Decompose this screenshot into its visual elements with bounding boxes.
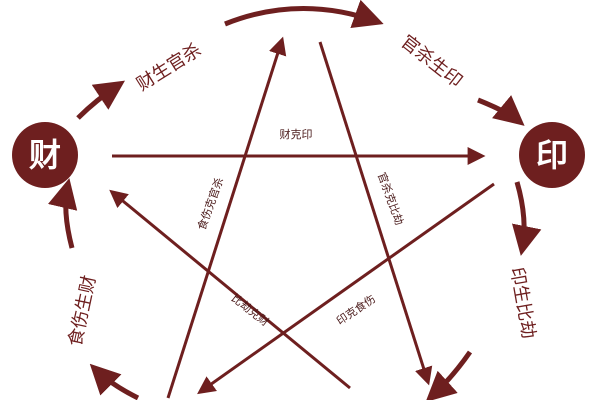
star-line-lower-right	[197, 182, 495, 395]
star-label-horizontal: 财克印	[280, 127, 313, 141]
cycle-label-top-right: 官杀生印	[397, 31, 467, 92]
star-label-right-diagonal: 官杀克比劫	[375, 170, 407, 226]
node-yin-label: 印	[536, 136, 568, 174]
star-label-left-diagonal: 食伤克官杀	[194, 175, 226, 231]
cycle-label-right-bottom: 印生比劫	[506, 266, 539, 341]
star-label-lower-left: 比劫克财	[229, 291, 272, 329]
node-cai: 财	[12, 122, 78, 188]
cycle-label-top-left: 财生官杀	[133, 39, 205, 95]
cycle-arc-upper-right	[477, 95, 525, 126]
node-cai-label: 财	[29, 136, 61, 174]
cycle-arc-lower-right	[425, 350, 473, 400]
cycle-label-left-bottom: 食伤生财	[65, 273, 101, 348]
node-yin: 印	[519, 122, 585, 188]
cycle-arc-left	[47, 178, 78, 249]
star-line-lower-left	[109, 189, 351, 390]
cycle-arc-top	[224, 0, 384, 29]
star-label-lower-right: 印克食伤	[334, 292, 378, 328]
cycle-arc-upper-left	[76, 80, 125, 120]
star-line-right-diagonal	[318, 41, 433, 386]
star-line-left-diagonal	[166, 36, 287, 399]
cycle-arc-right	[511, 181, 542, 256]
cycle-arc-lower-left	[89, 363, 140, 400]
